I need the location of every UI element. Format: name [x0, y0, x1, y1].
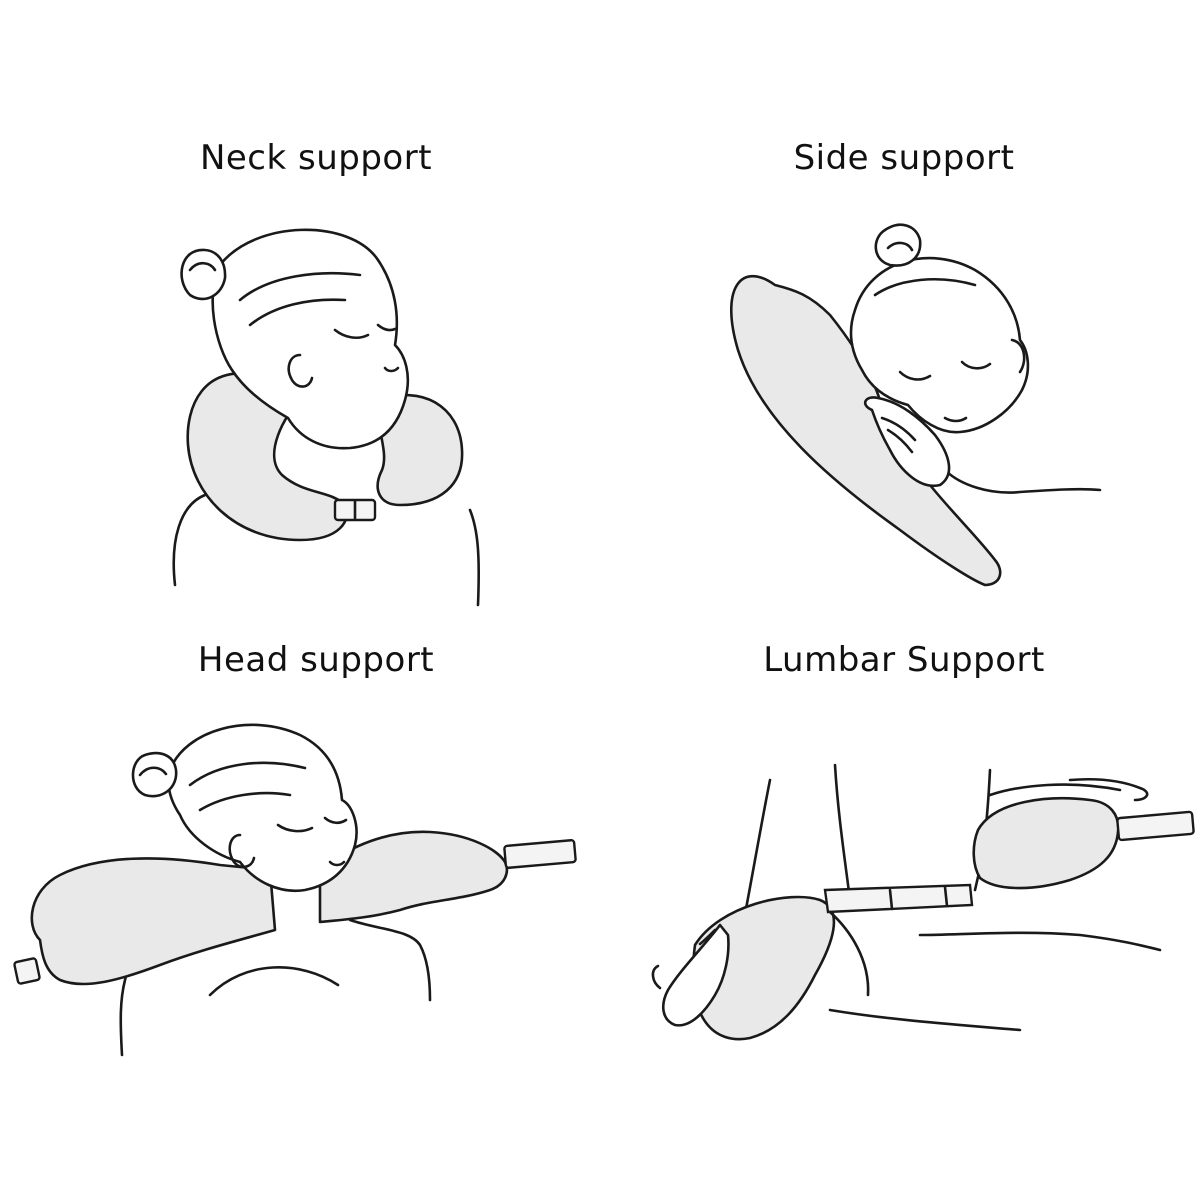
head-hair-bun [131, 751, 178, 798]
lumbar-pillow-right [972, 797, 1120, 890]
side-hair-bun [874, 223, 922, 267]
lumbar-waist-strap [823, 883, 974, 914]
caption-side-support: Side support [793, 138, 1015, 178]
caption-lumbar-support: Lumbar Support [763, 640, 1045, 680]
panel-neck-support: Neck support [0, 100, 600, 660]
neck-support-illustration [172, 228, 481, 607]
panel-head-support: Head support [0, 600, 600, 1160]
caption-neck-support: Neck support [199, 138, 433, 178]
head-head [167, 723, 358, 893]
side-support-illustration [729, 223, 1102, 587]
head-pillow-left-tab [13, 957, 41, 985]
lumbar-pillow-left [691, 895, 836, 1041]
head-support-illustration [13, 723, 577, 1057]
neck-hair-bun [180, 248, 227, 301]
head-pillow-right [318, 830, 509, 924]
neck-pillow-right-lobe [376, 393, 464, 507]
caption-head-support: Head support [197, 640, 435, 680]
side-head [849, 256, 1030, 434]
panel-side-support: Side support [600, 100, 1200, 660]
lumbar-pillow-right-tab [1116, 810, 1195, 842]
lumbar-support-illustration [651, 763, 1195, 1041]
lumbar-hand [661, 923, 730, 1027]
head-pillow-left [30, 857, 277, 986]
neck-head [211, 228, 410, 450]
panel-lumbar-support: Lumbar Support [600, 600, 1200, 1160]
head-pillow-right-tab [503, 839, 577, 869]
